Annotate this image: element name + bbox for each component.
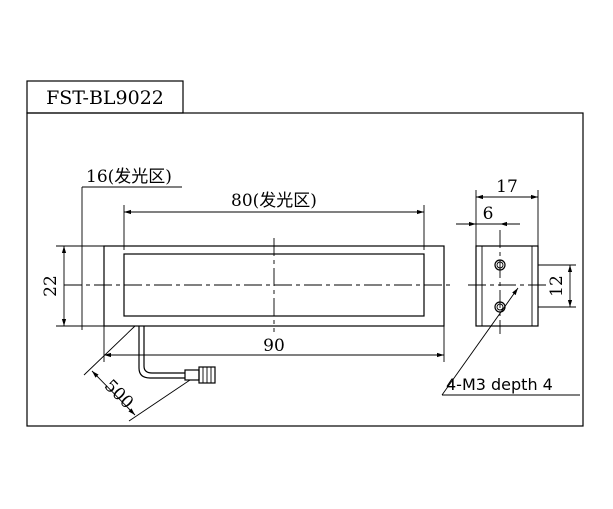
model-title: FST-BL9022 [46, 87, 164, 109]
cable [138, 326, 185, 379]
dim-total-length: 90 [263, 336, 285, 356]
drawing-frame [26, 112, 584, 427]
side-body-outline [475, 245, 539, 327]
dim-side-width: 17 [496, 177, 518, 197]
side-view [468, 230, 546, 334]
front-view [64, 238, 452, 384]
mounting-hole-icon [494, 259, 506, 271]
dim-emitting-length: 80(发光区) [231, 191, 317, 211]
dim-hole-offset: 6 [483, 204, 494, 224]
thread-note: 4-M3 depth 4 [446, 375, 553, 394]
dim-height: 22 [41, 275, 61, 297]
connector-icon [184, 366, 216, 384]
dim-hole-pitch: 12 [547, 275, 567, 297]
dim-emitting-width: 16(发光区) [86, 167, 172, 187]
dim-cable-length: 500 [100, 376, 137, 413]
